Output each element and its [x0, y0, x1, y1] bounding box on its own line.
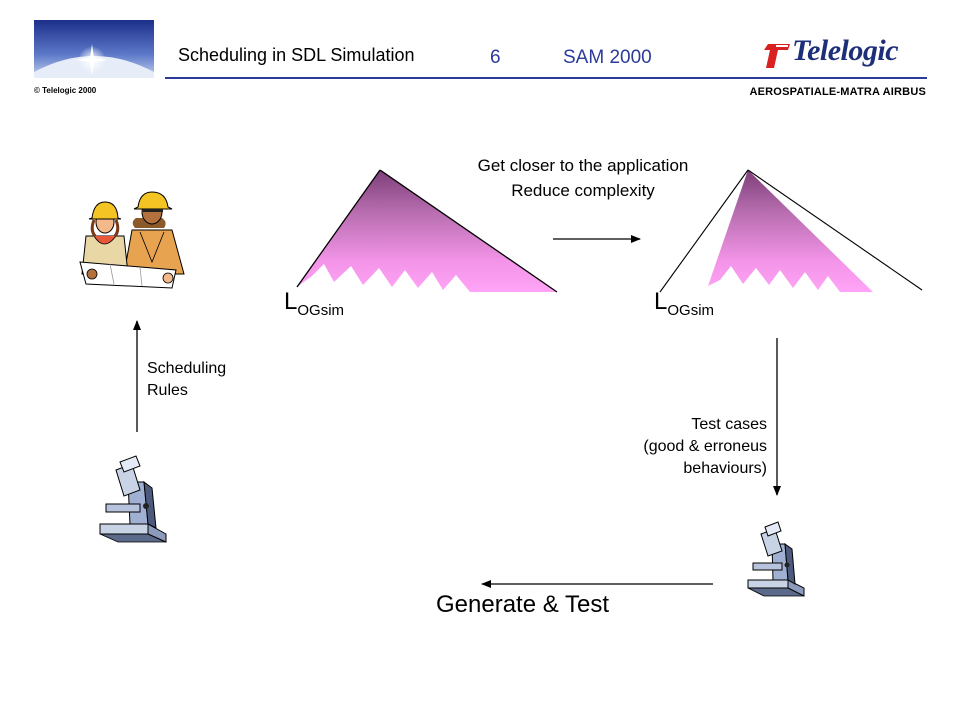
organization-name: AEROSPATIALE-MATRA AIRBUS — [749, 86, 926, 98]
slide-title: Scheduling in SDL Simulation — [178, 45, 415, 65]
conference-name: SAM 2000 — [563, 47, 652, 68]
goal-line-1: Get closer to the application — [477, 156, 689, 175]
right-model-shape — [659, 169, 923, 293]
tests-line-2: (good & erroneus — [643, 438, 767, 455]
microscope-icon — [99, 455, 167, 543]
left-model-shape — [296, 169, 558, 293]
copyright-notice: © Telelogic 2000 — [34, 86, 97, 95]
header-banner-image — [34, 20, 154, 78]
generate-test-label: Generate & Test — [436, 591, 609, 618]
goal-line-2: Reduce complexity — [511, 181, 655, 200]
left-model-label: LOGsim — [284, 288, 344, 319]
left-model-letter: L — [284, 288, 298, 315]
logo-mark-icon — [764, 44, 790, 68]
goal-text: Get closer to the application Reduce com… — [448, 153, 718, 203]
telelogic-logo: Telelogic — [762, 34, 928, 78]
tests-line-1: Test cases — [691, 416, 767, 433]
tests-line-3: behaviours) — [683, 460, 767, 477]
engineers-icon — [79, 191, 185, 289]
scheduling-line-1: Scheduling — [147, 360, 227, 377]
right-model-label: LOGsim — [654, 288, 714, 319]
right-model-letter: L — [654, 288, 668, 315]
scheduling-rules-label: Scheduling Rules — [147, 358, 226, 402]
logo-wordmark: Telelogic — [792, 34, 899, 67]
microscope-icon — [747, 521, 805, 597]
scheduling-line-2: Rules — [147, 382, 188, 399]
test-cases-label: Test cases (good & erroneus behaviours) — [600, 414, 767, 480]
left-model-subscript: OGsim — [297, 302, 345, 319]
slide-number: 6 — [490, 47, 501, 68]
header-rule — [165, 77, 927, 79]
right-model-subscript: OGsim — [667, 302, 715, 319]
